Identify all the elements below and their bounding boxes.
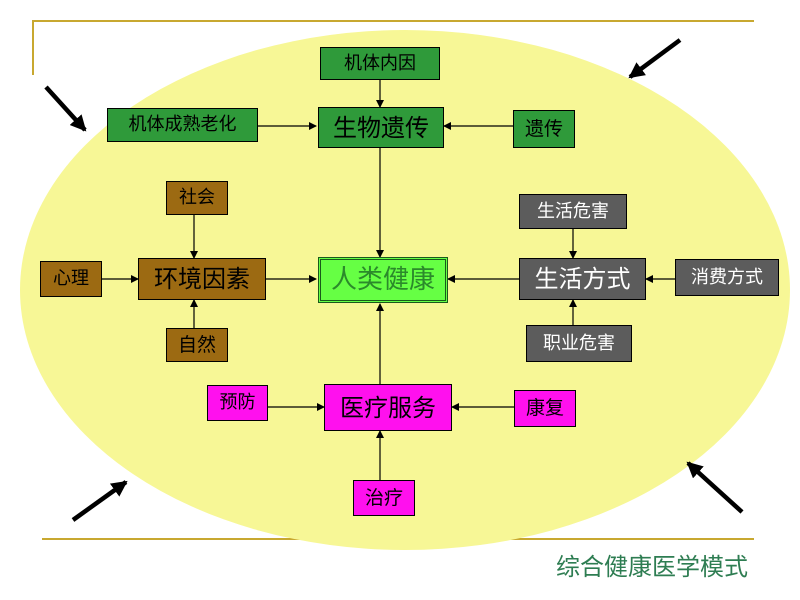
frame-left-line [32, 20, 34, 75]
society-node: 社会 [166, 181, 228, 215]
life-hazard-node: 生活危害 [519, 194, 627, 229]
consumption-pattern-node: 消费方式 [675, 259, 779, 296]
corner-arrow-top-right [628, 38, 682, 79]
prevention-node: 预防 [207, 385, 268, 421]
model-caption: 综合健康医学模式 [556, 553, 748, 581]
occupational-hazard-node: 职业危害 [526, 325, 632, 362]
internal-cause-node: 机体内因 [320, 47, 440, 80]
corner-arrow-top-left [44, 85, 87, 132]
lifestyle-node: 生活方式 [519, 258, 646, 300]
maturation-aging-node: 机体成熟老化 [107, 108, 258, 142]
human-health-node: 人类健康 [318, 257, 448, 303]
nature-node: 自然 [166, 328, 228, 362]
environmental-factors-node: 环境因素 [138, 258, 266, 300]
frame-top-line [32, 20, 754, 22]
corner-arrow-bottom-right [686, 461, 744, 514]
rehabilitation-node: 康复 [514, 390, 576, 427]
heredity-node: 遗传 [513, 110, 575, 148]
treatment-node: 治疗 [353, 480, 415, 516]
medical-service-node: 医疗服务 [324, 384, 452, 431]
psychology-node: 心理 [40, 261, 102, 297]
corner-arrow-bottom-left [71, 480, 128, 522]
biological-genetics-node: 生物遗传 [318, 107, 444, 148]
